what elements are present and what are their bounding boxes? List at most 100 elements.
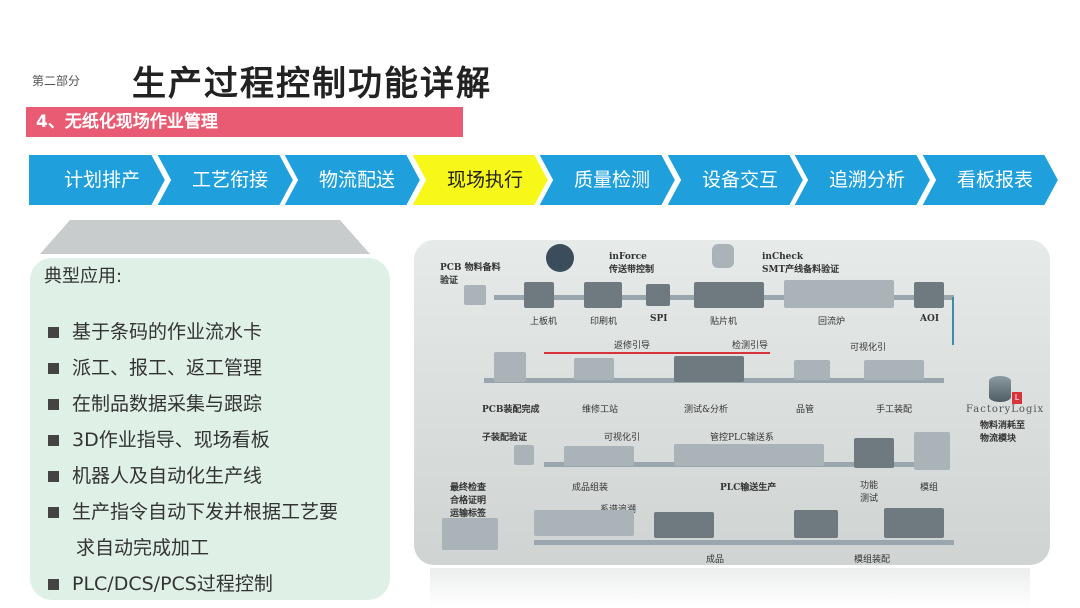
label-pcb-verify: PCB 物料备料验证 (440, 260, 501, 286)
list-item: 机器人及自动化生产线 (46, 458, 338, 494)
label-mounter: 贴片机 (710, 314, 737, 327)
step-1[interactable]: 计划排产 (28, 150, 168, 210)
label-product-assembly: 成品组装 (572, 480, 608, 493)
label-spi: SPI (650, 314, 667, 324)
label-material-module: 物料消耗至物流模块 (980, 418, 1025, 444)
label-aoi: AOI (920, 314, 939, 324)
list-item-text: 3D作业指导、现场看板 (72, 429, 270, 451)
step-6[interactable]: 设备交互 (666, 150, 806, 210)
list-item-text: 在制品数据采集与跟踪 (72, 393, 262, 415)
flow-arrow-down (952, 297, 954, 345)
list-item: 基于条码的作业流水卡 (46, 314, 338, 350)
reflow-oven (784, 280, 894, 308)
list-item-continuation: 求自动完成加工 (46, 530, 338, 566)
label-repair-guide: 返修引导 (614, 338, 650, 351)
label-reflow: 回流炉 (818, 314, 845, 327)
label-factorylogix: FactoryLogix (966, 404, 1044, 415)
label-manual: 手工装配 (876, 402, 912, 415)
factorylogix-badge-icon: L (1012, 392, 1022, 404)
list-item-text: PLC/DCS/PCS过程控制 (72, 573, 273, 595)
typical-applications-panel: 典型应用: 基于条码的作业流水卡 派工、报工、返工管理 在制品数据采集与跟踪 3… (30, 258, 390, 600)
list-item: 派工、报工、返工管理 (46, 350, 338, 386)
label-visual-guide: 可视化引 (850, 340, 886, 353)
label-printer: 印刷机 (590, 314, 617, 327)
panel-heading: 典型应用: (44, 262, 122, 288)
step-label: 看板报表 (921, 150, 1061, 210)
robot-arm (654, 512, 714, 538)
section-label: 第二部分 (32, 72, 80, 89)
step-label: 计划排产 (28, 150, 168, 210)
label-module: 模组 (920, 480, 938, 493)
scanner-icon (464, 285, 486, 305)
bullet-square-icon (48, 471, 59, 482)
label-qc: 品管 (796, 402, 814, 415)
step-4[interactable]: 现场执行 (411, 150, 551, 210)
printer-machine (584, 282, 622, 308)
spi-machine (646, 284, 670, 306)
panel-header-trapezoid (40, 220, 370, 254)
database-icon (989, 376, 1011, 402)
step-label: 现场执行 (411, 150, 551, 210)
handheld-device-icon (712, 244, 734, 268)
label-pcb-done: PCB装配完成 (482, 402, 540, 415)
bullet-square-icon (48, 579, 59, 590)
applications-list: 基于条码的作业流水卡 派工、报工、返工管理 在制品数据采集与跟踪 3D作业指导、… (46, 314, 338, 602)
repair-station (574, 358, 614, 380)
step-label: 物流配送 (283, 150, 423, 210)
bullet-square-icon (48, 507, 59, 518)
label-loader: 上板机 (530, 314, 557, 327)
red-return-line (544, 352, 770, 354)
label-function-test: 功能测试 (860, 478, 878, 504)
subtitle-text: 4、无纸化现场作业管理 (36, 112, 218, 132)
aoi-machine (914, 282, 944, 308)
mounter-machine (694, 282, 764, 308)
bullet-square-icon (48, 327, 59, 338)
process-steps: 计划排产工艺衔接物流配送现场执行质量检测设备交互追溯分析看板报表 (28, 150, 1064, 210)
conveyor-bottom (534, 540, 954, 545)
label-plc-control: 管控PLC输送系 (710, 430, 774, 443)
label-repair-station: 维修工站 (582, 402, 618, 415)
label-module-assembly: 模组装配 (854, 552, 890, 565)
list-item-text: 求自动完成加工 (76, 537, 209, 559)
step-2[interactable]: 工艺衔接 (156, 150, 296, 210)
inforce-logo-icon (546, 244, 574, 272)
list-item-text: 基于条码的作业流水卡 (72, 321, 262, 343)
step-label: 质量检测 (538, 150, 678, 210)
step-label: 工艺衔接 (156, 150, 296, 210)
list-item: 3D作业指导、现场看板 (46, 422, 338, 458)
manual-assembly-station (864, 360, 924, 380)
step-8[interactable]: 看板报表 (921, 150, 1061, 210)
page-title: 生产过程控制功能详解 (132, 56, 492, 105)
assembly-bench (564, 446, 634, 466)
list-item-text: 派工、报工、返工管理 (72, 357, 262, 379)
list-item-text: 生产指令自动下发并根据工艺要 (72, 501, 338, 523)
label-sub-verify: 子装配验证 (482, 430, 527, 443)
step-5[interactable]: 质量检测 (538, 150, 678, 210)
bullet-square-icon (48, 435, 59, 446)
bullet-square-icon (48, 363, 59, 374)
list-item-text: 机器人及自动化生产线 (72, 465, 262, 487)
plc-conveyor (674, 444, 824, 466)
step-3[interactable]: 物流配送 (283, 150, 423, 210)
step-label: 设备交互 (666, 150, 806, 210)
trace-workbench (534, 510, 634, 536)
function-test-rig (854, 438, 894, 468)
bullet-square-icon (48, 399, 59, 410)
scanner-icon-2 (514, 445, 534, 465)
label-visual-guide-2: 可视化引 (604, 430, 640, 443)
test-machine (674, 356, 744, 382)
step-7[interactable]: 追溯分析 (793, 150, 933, 210)
module-assembly-station (794, 510, 838, 538)
list-item: 生产指令自动下发并根据工艺要 (46, 494, 338, 530)
subtitle-bar: 4、无纸化现场作业管理 (26, 107, 463, 137)
pcb-rack (494, 352, 526, 382)
diagram-reflection (430, 568, 1030, 608)
list-item: 在制品数据采集与跟踪 (46, 386, 338, 422)
label-final-check: 最终检查合格证明运输标签 (450, 480, 486, 519)
list-item: PLC/DCS/PCS过程控制 (46, 566, 338, 602)
label-inspect-guide: 检测引导 (732, 338, 768, 351)
label-plc-production: PLC输送生产 (720, 480, 776, 493)
